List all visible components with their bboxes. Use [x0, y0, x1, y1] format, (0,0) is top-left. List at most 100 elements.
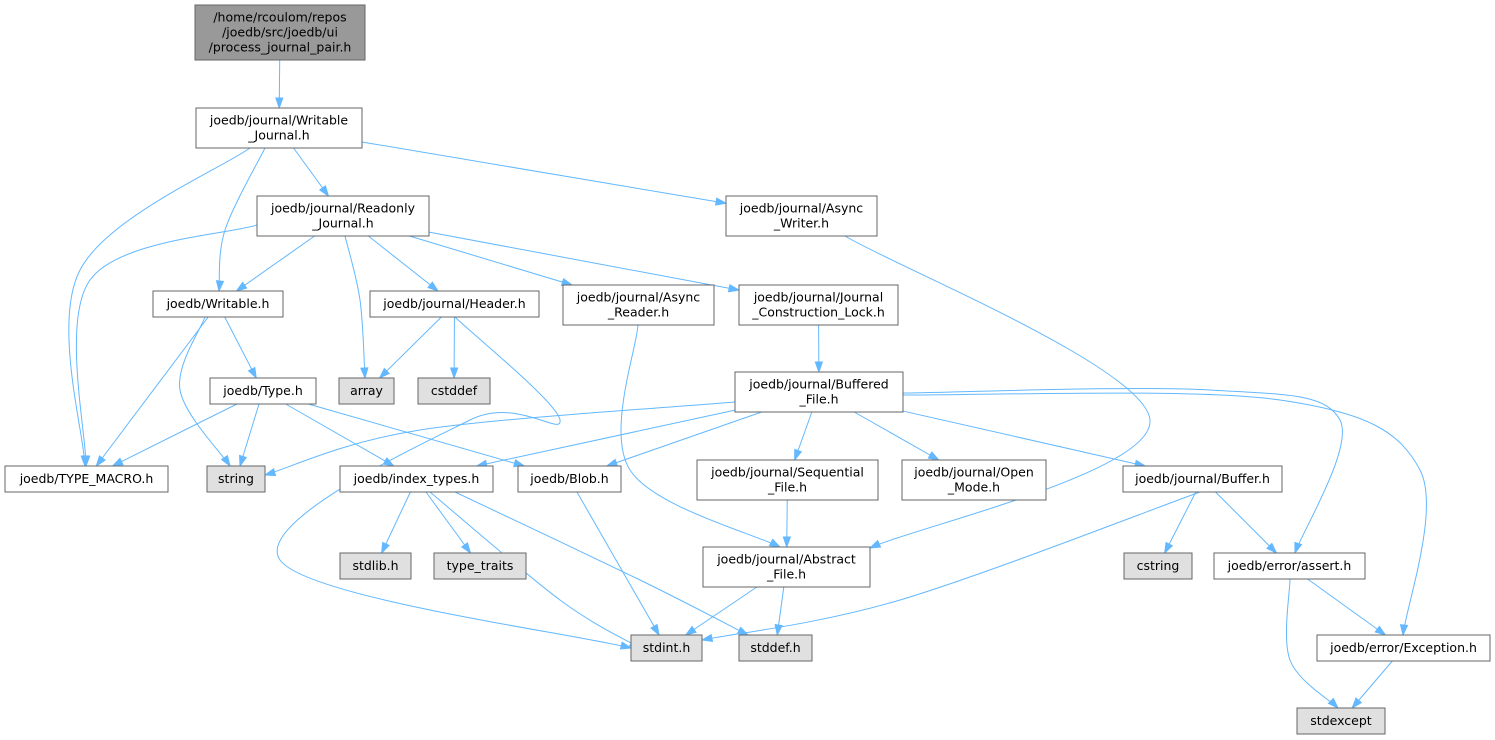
node-type-macro[interactable]: joedb/TYPE_MACRO.h [4, 465, 169, 493]
node-readonly-journal[interactable]: joedb/journal/Readonly_Journal.h [256, 195, 430, 237]
node-journal-construction-lock[interactable]: joedb/journal/Journal_Construction_Lock.… [738, 284, 899, 326]
edge-arrowhead [700, 633, 714, 643]
node-abstract-file[interactable]: joedb/journal/Abstract_File.h [702, 546, 871, 588]
node-sequential-file[interactable]: joedb/journal/Sequential_File.h [696, 459, 879, 501]
edge-arrowhead [382, 457, 396, 467]
edge-arrowhead [318, 185, 330, 198]
edge-line [343, 230, 366, 379]
node-box [1316, 634, 1491, 662]
edge-arrowhead [263, 468, 277, 477]
edge-line [409, 235, 573, 286]
node-box [256, 195, 430, 237]
node-blob[interactable]: joedb/Blob.h [517, 465, 622, 493]
edge-abstract_file-to-stddef [774, 586, 785, 637]
edge-arrowhead [275, 97, 284, 110]
node-label-line: joedb/journal/Journal [753, 290, 883, 305]
edge-buffered_file-to-blob [605, 411, 762, 467]
edge-arrowhead [727, 284, 741, 293]
edge-arrowhead [619, 641, 633, 650]
node-label-line: stddef.h [750, 640, 800, 655]
node-box [734, 371, 904, 413]
edge-line [428, 231, 740, 291]
edge-arrowhead [235, 281, 248, 292]
edge-arrowhead [1163, 541, 1174, 555]
node-async-writer[interactable]: joedb/journal/Async_Writer.h [725, 195, 878, 237]
node-box [738, 634, 813, 662]
node-label-line: joedb/Type.h [222, 383, 303, 398]
edge-arrowhead [814, 361, 824, 374]
node-label-line: /joedb/src/joedb/ui [222, 25, 338, 40]
node-label-line: _Journal.h [311, 216, 373, 231]
edge-writable_journal-to-readonly_journal [293, 147, 330, 198]
node-label-line: joedb/journal/Async [576, 290, 701, 305]
edge-buffered_file-to-string [263, 399, 759, 477]
edge-arrowhead [1351, 697, 1363, 710]
edge-line [368, 235, 439, 292]
edge-line [874, 392, 1427, 636]
node-box [517, 465, 622, 493]
edge-arrowhead [427, 281, 440, 292]
node-index-types[interactable]: joedb/index_types.h [339, 465, 494, 493]
edge-line [902, 410, 1146, 467]
node-label-line: _Journal.h [247, 128, 309, 143]
node-label-line: joedb/error/assert.h [1227, 558, 1352, 573]
node-label-line: /process_journal_pair.h [209, 40, 352, 55]
edge-type-to-blob [308, 403, 526, 468]
node-box [562, 284, 715, 326]
edge-line [476, 409, 736, 467]
node-label-line: _File.h [767, 480, 807, 495]
node-async-reader[interactable]: joedb/journal/Async_Reader.h [562, 284, 715, 326]
edge-header-to-stdint [276, 308, 633, 650]
edge-readonly_journal-to-type_macro [75, 220, 270, 468]
node-exception[interactable]: joedb/error/Exception.h [1316, 634, 1491, 662]
node-writable-journal[interactable]: joedb/journal/Writable_Journal.h [195, 107, 363, 149]
node-box [1123, 552, 1193, 580]
node-stddef: stddef.h [738, 634, 813, 662]
edge-buffer-to-assert [1215, 491, 1278, 555]
edge-line [75, 220, 270, 467]
edge-journal_construction_lock-to-buffered_file [814, 324, 824, 374]
edge-buffer-to-cstring [1163, 491, 1197, 555]
node-box [702, 546, 871, 588]
node-box [152, 290, 284, 318]
edge-readonly_journal-to-header [368, 235, 440, 292]
edge-arrowhead [650, 623, 660, 637]
edge-assert-to-exception [1307, 578, 1387, 636]
node-label-line: joedb/journal/Readonly [270, 201, 416, 216]
edge-arrowhead [794, 448, 803, 462]
node-box [4, 465, 169, 493]
node-cstddef: cstddef [417, 377, 491, 405]
edge-line [264, 399, 759, 476]
node-buffer[interactable]: joedb/journal/Buffer.h [1122, 465, 1283, 493]
node-header[interactable]: joedb/journal/Header.h [369, 290, 540, 318]
edge-line [379, 316, 442, 379]
edge-line [236, 235, 315, 292]
edge-line [276, 308, 632, 649]
node-assert[interactable]: joedb/error/assert.h [1213, 552, 1366, 580]
node-box [339, 552, 412, 580]
node-open-mode[interactable]: joedb/journal/Open_Mode.h [901, 459, 1047, 501]
node-box [194, 4, 366, 61]
node-label-line: stdint.h [643, 640, 691, 655]
node-label-line: joedb/error/Exception.h [1329, 640, 1477, 655]
edge-header-to-cstddef [449, 316, 459, 380]
node-label-line: joedb/journal/Open [913, 465, 1034, 480]
node-process-journal-pair[interactable]: /home/rcoulom/repos/joedb/src/joedb/ui/p… [194, 4, 366, 61]
node-label-line: joedb/journal/Buffered [748, 377, 888, 392]
node-buffered-file[interactable]: joedb/journal/Buffered_File.h [734, 371, 904, 413]
edge-readonly_journal-to-journal_construction_lock [428, 231, 741, 293]
edge-arrowhead [684, 625, 697, 636]
edge-blob-to-stdint [576, 491, 660, 637]
edge-arrowhead [1294, 541, 1303, 555]
node-type[interactable]: joedb/Type.h [209, 377, 317, 405]
edge-writable-to-type_macro [95, 316, 209, 468]
edge-arrowhead [247, 366, 257, 380]
edge-header-to-array [378, 316, 442, 380]
edge-arrowhead [378, 367, 391, 380]
edge-arrowhead [1266, 542, 1278, 555]
node-writable[interactable]: joedb/Writable.h [152, 290, 284, 318]
node-label-line: /home/rcoulom/repos [213, 10, 346, 25]
edge-arrowhead [605, 458, 619, 467]
edge-index_types-to-stdlib [380, 491, 411, 555]
